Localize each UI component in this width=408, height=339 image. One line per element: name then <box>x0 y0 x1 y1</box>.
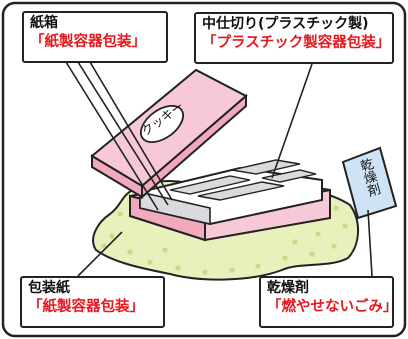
leader-lines <box>65 61 373 277</box>
callout-wrapping-paper: 包装紙 「紙製容器包装」 <box>20 276 165 328</box>
callout-paper-box-label: 紙箱 <box>30 15 58 31</box>
callout-desiccant-category: 「燃やせないごみ」 <box>267 298 398 315</box>
callout-wrapping-paper-label: 包装紙 <box>28 280 70 296</box>
callout-paper-box: 紙箱 「紙製容器包装」 <box>22 11 168 63</box>
box-lid-graphic <box>90 68 248 200</box>
callout-plastic-divider-label: 中仕切り(プラスチック製) <box>202 16 369 32</box>
callout-desiccant: 乾燥剤 「燃やせないごみ」 <box>259 276 398 328</box>
callout-wrapping-paper-category: 「紙製容器包装」 <box>28 298 144 315</box>
callout-plastic-divider: 中仕切り(プラスチック製) 「プラスチック製容器包装」 <box>194 12 394 64</box>
callout-desiccant-label: 乾燥剤 <box>267 280 309 296</box>
desiccant-packet-graphic <box>341 146 398 220</box>
callout-paper-box-category: 「紙製容器包装」 <box>30 33 146 50</box>
callout-plastic-divider-category: 「プラスチック製容器包装」 <box>202 34 391 51</box>
plastic-tray-graphic <box>139 159 323 226</box>
